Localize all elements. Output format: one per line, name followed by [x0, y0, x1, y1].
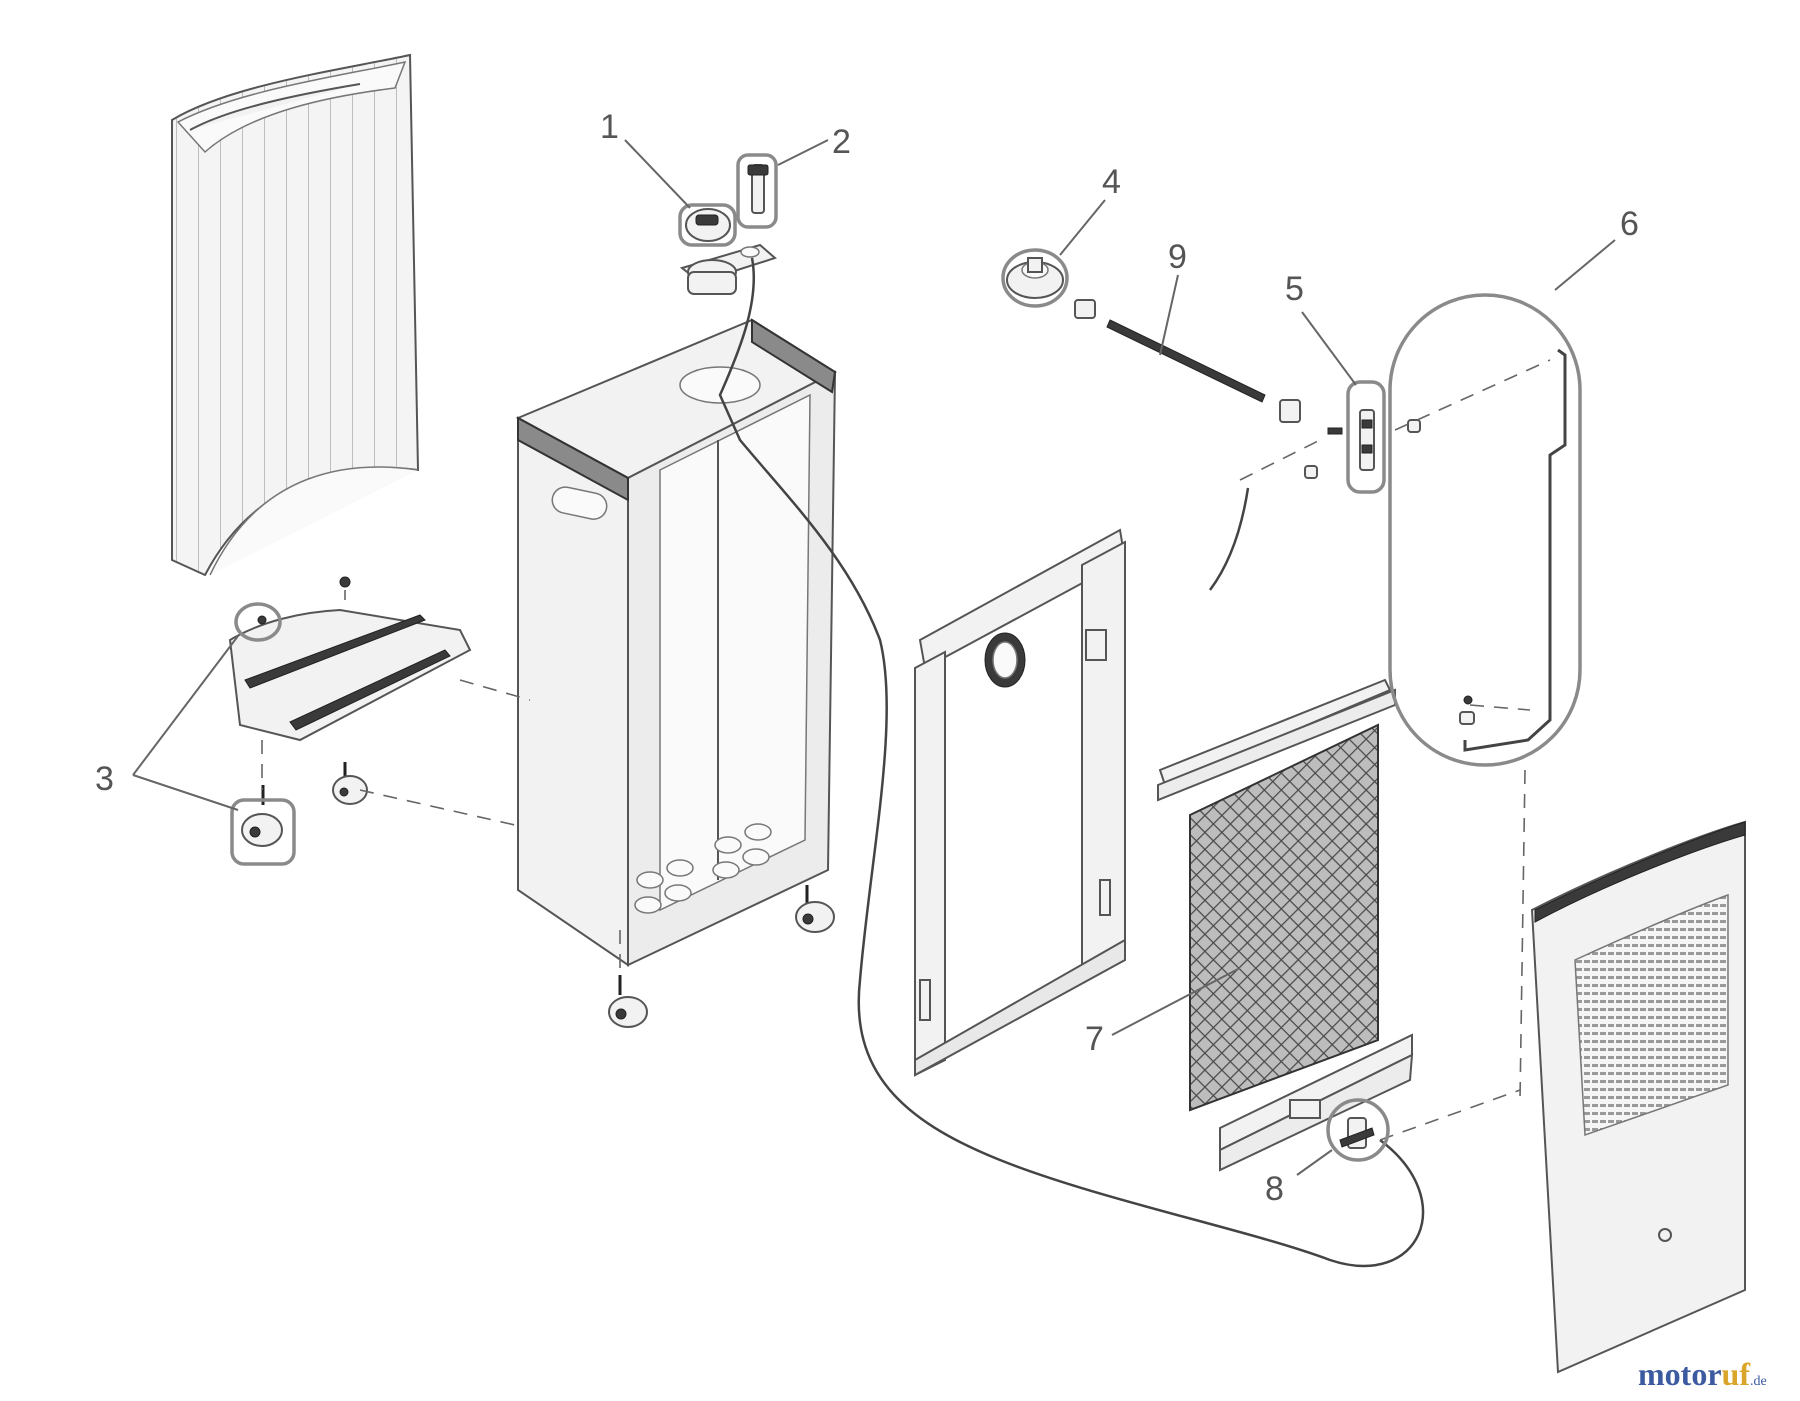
callout-box-3-caster	[230, 798, 296, 866]
leader-line-9	[1159, 274, 1179, 356]
label-4: 4	[1102, 163, 1121, 201]
leader-line-6	[1554, 239, 1616, 291]
part-8-piezo-igniter	[1339, 1117, 1375, 1149]
door-frame	[914, 528, 1127, 1077]
label-3: 3	[95, 760, 114, 798]
assembly-line-electrode	[1239, 439, 1321, 481]
assembly-line-caster-housing	[359, 789, 516, 826]
label-1: 1	[600, 108, 619, 146]
part-6-gas-pipe	[1463, 348, 1567, 752]
thermocouple-cable	[718, 257, 1425, 1268]
leader-line-8	[1296, 1149, 1333, 1176]
leader-line-1	[624, 139, 691, 209]
callout-ring-8	[1326, 1098, 1390, 1162]
callout-ring-4	[1001, 248, 1069, 308]
callout-ring-3-top	[234, 602, 282, 642]
pipe-fittings	[1459, 695, 1475, 725]
caster-wheel-right	[795, 885, 835, 933]
label-8: 8	[1265, 1170, 1284, 1208]
rod-bracket-right	[1279, 399, 1301, 423]
bottom-bracket	[1219, 1033, 1414, 1172]
callout-box-5	[1346, 380, 1386, 494]
caster-wheel-left	[241, 785, 283, 847]
housing-vent-holes	[634, 823, 772, 914]
label-6: 6	[1620, 205, 1639, 243]
callout-box-2	[736, 153, 778, 229]
label-7: 7	[1085, 1020, 1104, 1058]
assembly-line-fittings	[1394, 359, 1551, 431]
main-housing	[515, 318, 838, 967]
gas-pipe-short	[1208, 487, 1250, 591]
part-2-screw	[747, 164, 769, 214]
caster-wheel-left-back	[332, 762, 368, 805]
label-5: 5	[1285, 270, 1304, 308]
part-1-knob-cap	[685, 208, 731, 242]
assembly-line-pipe	[1469, 704, 1531, 711]
front-grille-panel	[1530, 820, 1746, 1374]
watermark-suffix: .de	[1750, 1374, 1767, 1389]
top-collar-ring	[679, 243, 777, 295]
leader-line-7	[1111, 967, 1241, 1036]
base-plate	[228, 576, 472, 742]
side-cover-panel	[171, 53, 420, 577]
part-9-rod	[1106, 319, 1266, 403]
leader-line-5	[1301, 311, 1357, 386]
assembly-line-grille	[1519, 769, 1526, 1101]
label-2: 2	[832, 123, 851, 161]
leader-line-4	[1059, 199, 1106, 256]
watermark-part-b: uf	[1722, 1356, 1751, 1392]
leader-line-2	[777, 139, 829, 166]
svg-text:motoruf.de: motoruf.de	[1638, 1356, 1767, 1392]
watermark-part-a: motor	[1638, 1356, 1722, 1392]
callout-box-1	[678, 203, 737, 247]
small-fittings	[1304, 419, 1421, 479]
callout-box-6	[1388, 293, 1582, 767]
part-4-gas-valve	[1006, 257, 1064, 299]
rod-bracket-left	[1074, 299, 1096, 319]
part-7-mesh-panel	[1157, 678, 1396, 1112]
label-9: 9	[1168, 238, 1187, 276]
assembly-line-igniter	[1379, 1089, 1521, 1141]
part-5-electrode	[1359, 409, 1375, 471]
leader-line-3	[132, 635, 239, 811]
caster-wheel-center	[608, 975, 648, 1028]
watermark-logo: motoruf.de	[1638, 1356, 1767, 1392]
assembly-line-base-housing	[459, 679, 531, 701]
